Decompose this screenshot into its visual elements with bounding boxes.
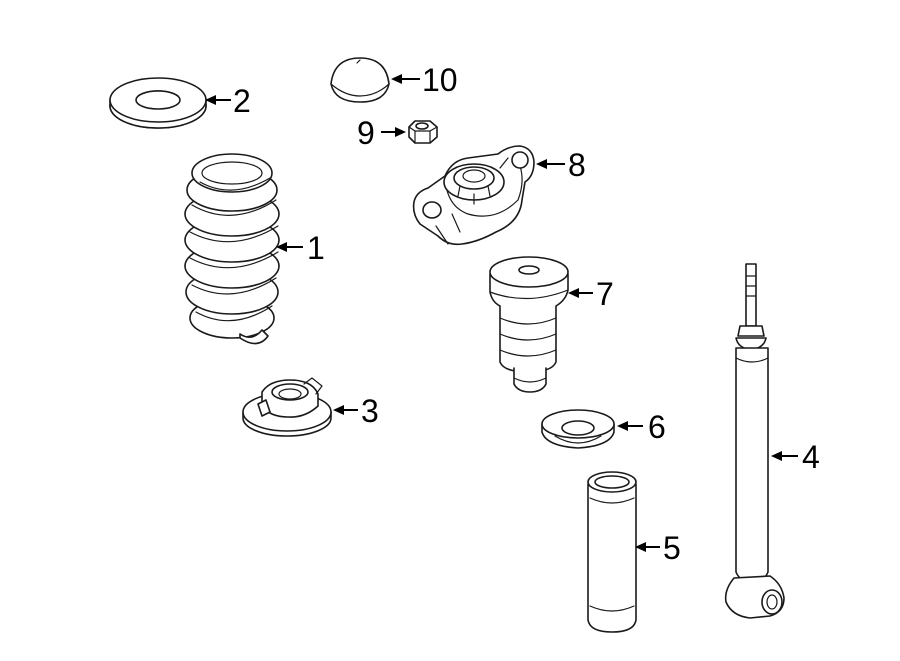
callout-labels: 1 2 3 4 5 6 7 8 9 10 xyxy=(233,62,820,566)
leader-lines xyxy=(205,74,798,552)
part-5-protective-tube xyxy=(587,471,637,633)
part-10-dust-cap xyxy=(330,57,390,103)
callout-8: 8 xyxy=(568,147,586,183)
part-1-coil-spring xyxy=(184,153,280,345)
callout-9: 9 xyxy=(357,115,375,151)
part-8-strut-mount xyxy=(412,145,535,246)
callout-4: 4 xyxy=(802,439,820,475)
callout-1: 1 xyxy=(307,230,325,266)
part-7-bump-stop xyxy=(489,256,569,393)
callout-6: 6 xyxy=(648,409,666,445)
part-3-spring-seat-lower xyxy=(242,377,332,437)
callout-10: 10 xyxy=(422,62,458,98)
part-9-hex-nut xyxy=(408,120,438,144)
callout-5: 5 xyxy=(663,530,681,566)
part-4-shock-absorber xyxy=(724,263,785,619)
callout-7: 7 xyxy=(596,276,614,312)
callout-2: 2 xyxy=(233,83,251,119)
part-2-spring-seat-upper xyxy=(109,77,207,129)
part-6-seat xyxy=(541,409,615,449)
callout-3: 3 xyxy=(361,393,379,429)
